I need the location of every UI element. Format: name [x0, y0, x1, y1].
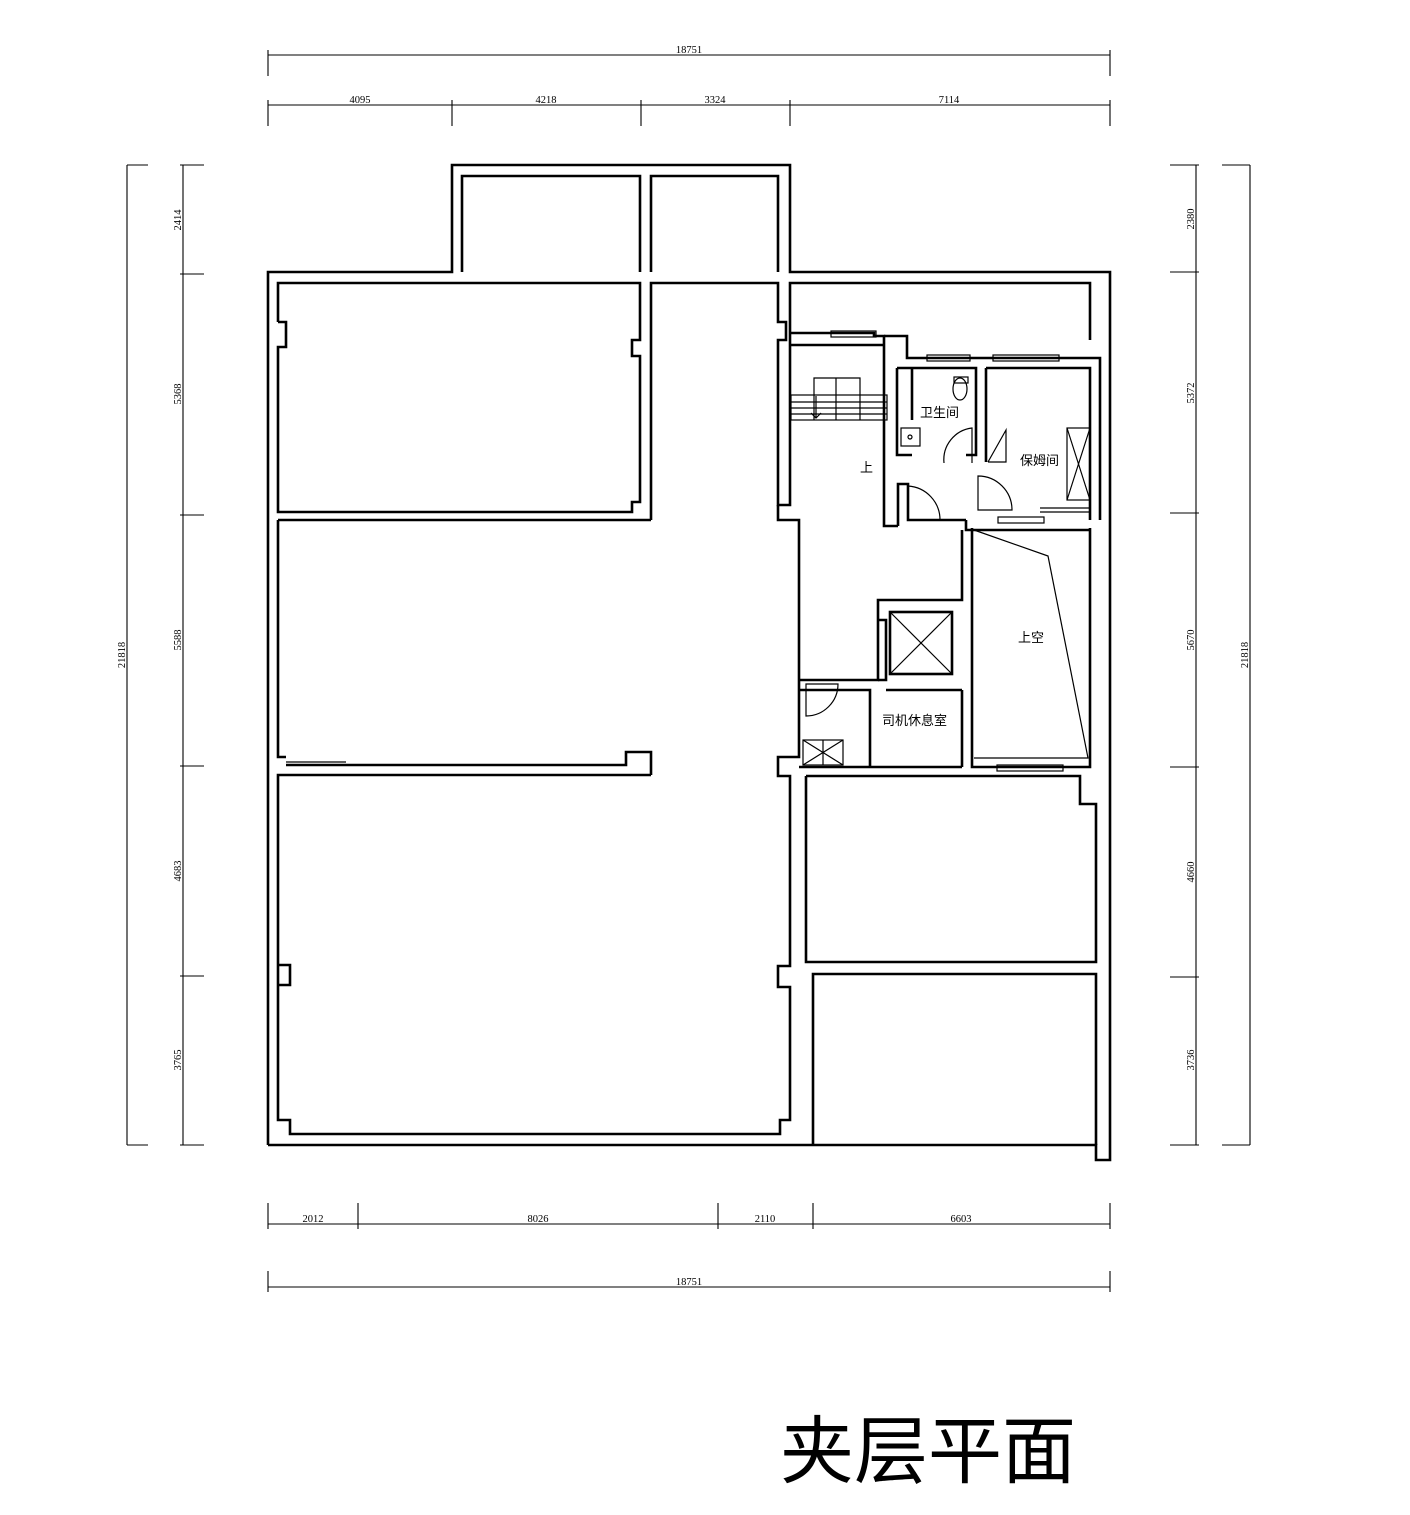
dim-right-seg-4: 4660 — [1186, 862, 1197, 883]
dim-right-seg-2: 5372 — [1186, 383, 1197, 404]
dim-top-seg-1: 4095 — [350, 95, 371, 106]
nanny-room-label: 保姆间 — [1020, 454, 1059, 469]
dim-top-seg-3: 3324 — [705, 95, 727, 106]
dim-left-seg-5: 3765 — [173, 1050, 184, 1071]
toilet-icon — [952, 377, 968, 401]
dim-right-seg-3: 5670 — [1186, 630, 1197, 651]
void-label: 上空 — [1018, 631, 1044, 646]
dimension-labels: 18751 4095 4218 3324 7114 2012 8026 2110… — [117, 45, 1251, 1288]
void-area — [973, 529, 1089, 759]
driver-lounge-label: 司机休息室 — [882, 713, 947, 729]
dim-bottom-seg-1: 2012 — [303, 1214, 324, 1225]
interior-walls — [276, 281, 1102, 1145]
dim-left-total: 21818 — [117, 642, 128, 668]
windows — [286, 330, 1064, 772]
dim-bottom-total: 18751 — [676, 1277, 702, 1288]
dim-top-seg-2: 4218 — [536, 95, 557, 106]
dim-bottom-seg-3: 2110 — [755, 1214, 776, 1225]
dim-bottom-seg-4: 6603 — [951, 1214, 972, 1225]
room-labels: 卫生间 保姆间 上空 司机休息室 — [882, 406, 1059, 729]
dimension-lines — [126, 50, 1251, 1292]
bathroom-label: 卫生间 — [920, 406, 959, 421]
bathroom-fixtures — [900, 376, 1091, 521]
staircase: 上 — [790, 377, 888, 476]
dim-left-seg-4: 4683 — [173, 861, 184, 882]
dim-top-total: 18751 — [676, 45, 702, 56]
elevator — [888, 610, 954, 676]
dim-top-seg-4: 7114 — [939, 95, 960, 106]
dim-left-seg-3: 5588 — [173, 630, 184, 651]
dim-right-seg-5: 3736 — [1186, 1050, 1197, 1071]
sink-icon — [900, 427, 921, 447]
drawing-title: 夹层平面 — [780, 1409, 1076, 1495]
driver-lounge-fixtures — [802, 683, 844, 766]
dim-left-seg-1: 2414 — [173, 209, 184, 231]
stair-up-label: 上 — [860, 461, 873, 476]
dim-bottom-seg-2: 8026 — [528, 1214, 549, 1225]
dim-left-seg-2: 5368 — [173, 384, 184, 405]
exterior-walls — [266, 163, 1112, 1162]
dim-right-seg-1: 2380 — [1186, 209, 1197, 230]
dim-right-total: 21818 — [1240, 642, 1251, 668]
